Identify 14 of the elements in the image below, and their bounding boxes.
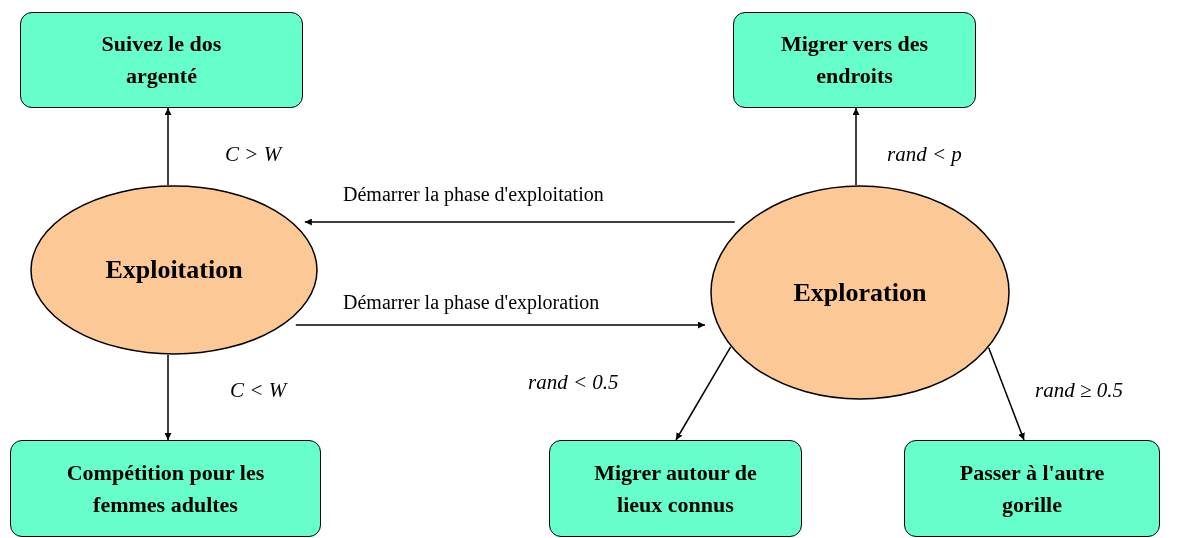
arrow [852, 107, 860, 186]
step-box: Suivez le dos argenté [20, 12, 303, 108]
arrow [164, 107, 172, 186]
arrow [304, 218, 736, 226]
step-box: Passer à l'autre gorille [904, 440, 1160, 537]
phase-ellipse: Exploitation [30, 185, 318, 355]
step-box: Migrer autour de lieux connus [549, 440, 802, 537]
phase-ellipse: Exploration [710, 185, 1010, 400]
arrow [295, 321, 706, 329]
step-box: Compétition pour les femmes adultes [10, 440, 321, 537]
arrow [675, 346, 732, 441]
arrow [987, 347, 1025, 441]
step-box: Migrer vers des endroits [733, 12, 976, 108]
arrow [164, 354, 172, 441]
